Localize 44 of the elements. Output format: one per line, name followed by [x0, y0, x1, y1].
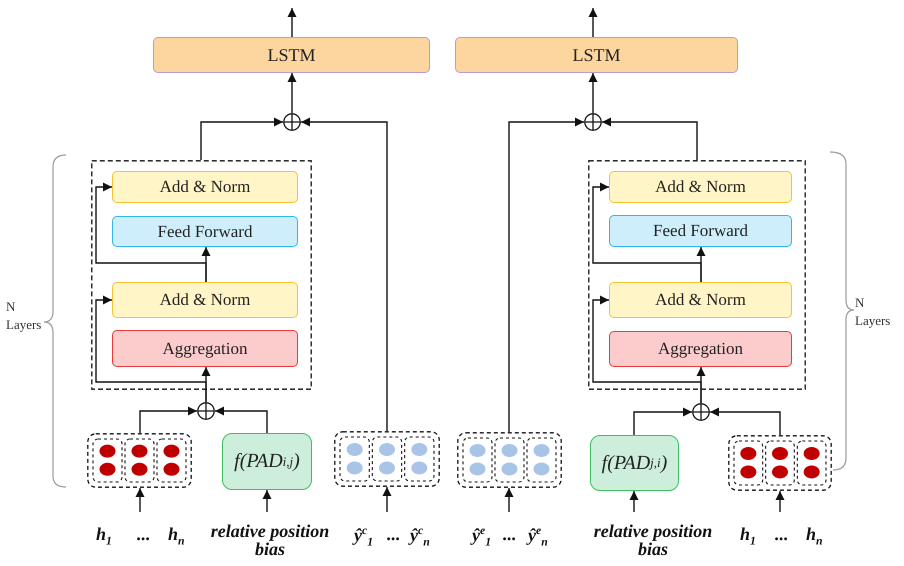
layer-count-label: N Layers: [6, 298, 42, 334]
arrow: [508, 118, 584, 432]
arrow: [95, 296, 207, 402]
math-label: h$_{1}$: [96, 524, 112, 548]
arrow: [136, 488, 144, 512]
arrow: [215, 406, 268, 433]
math-label: h$_{1}$: [740, 524, 756, 548]
arrow: [588, 8, 598, 37]
arrow: [588, 73, 598, 113]
arrow: [710, 408, 781, 435]
add-norm-box: Add & Norm: [112, 171, 298, 203]
arrow: [95, 182, 207, 282]
arrow: [633, 408, 692, 435]
add-norm-box: Add & Norm: [112, 282, 298, 318]
arrow: [288, 73, 296, 113]
feed-forward-box: Feed Forward: [609, 215, 792, 247]
arrow: [382, 487, 392, 512]
arrow: [776, 491, 784, 512]
arrow: [200, 118, 283, 160]
arrow: [592, 182, 702, 282]
arrow: [592, 296, 702, 403]
math-label: h$_{n}$: [168, 524, 185, 548]
feed-forward-box: Feed Forward: [112, 216, 298, 247]
add-norm-box: Add & Norm: [609, 171, 792, 203]
math-label: ...: [387, 524, 400, 545]
aggregation-box: Aggregation: [609, 331, 792, 367]
lstm-box: LSTM: [455, 37, 738, 73]
layer-count-label: N Layers: [855, 294, 892, 330]
add-norm-box: Add & Norm: [609, 282, 792, 318]
math-label: ...: [137, 524, 150, 545]
arrow: [262, 490, 272, 512]
arrow: [630, 491, 638, 512]
input-caption: relative position bias: [210, 522, 330, 558]
aggregation-box: Aggregation: [112, 330, 298, 367]
input-caption: relative position bias: [592, 522, 714, 558]
math-label: h$_{n}$: [806, 524, 823, 548]
math-label: ...: [503, 524, 516, 545]
arrow: [288, 8, 296, 37]
arrow: [504, 488, 514, 512]
arrow: [602, 118, 698, 160]
arrow: [301, 118, 388, 431]
math-label: ...: [775, 524, 788, 545]
lstm-box: LSTM: [153, 37, 430, 73]
arrow: [139, 406, 197, 433]
